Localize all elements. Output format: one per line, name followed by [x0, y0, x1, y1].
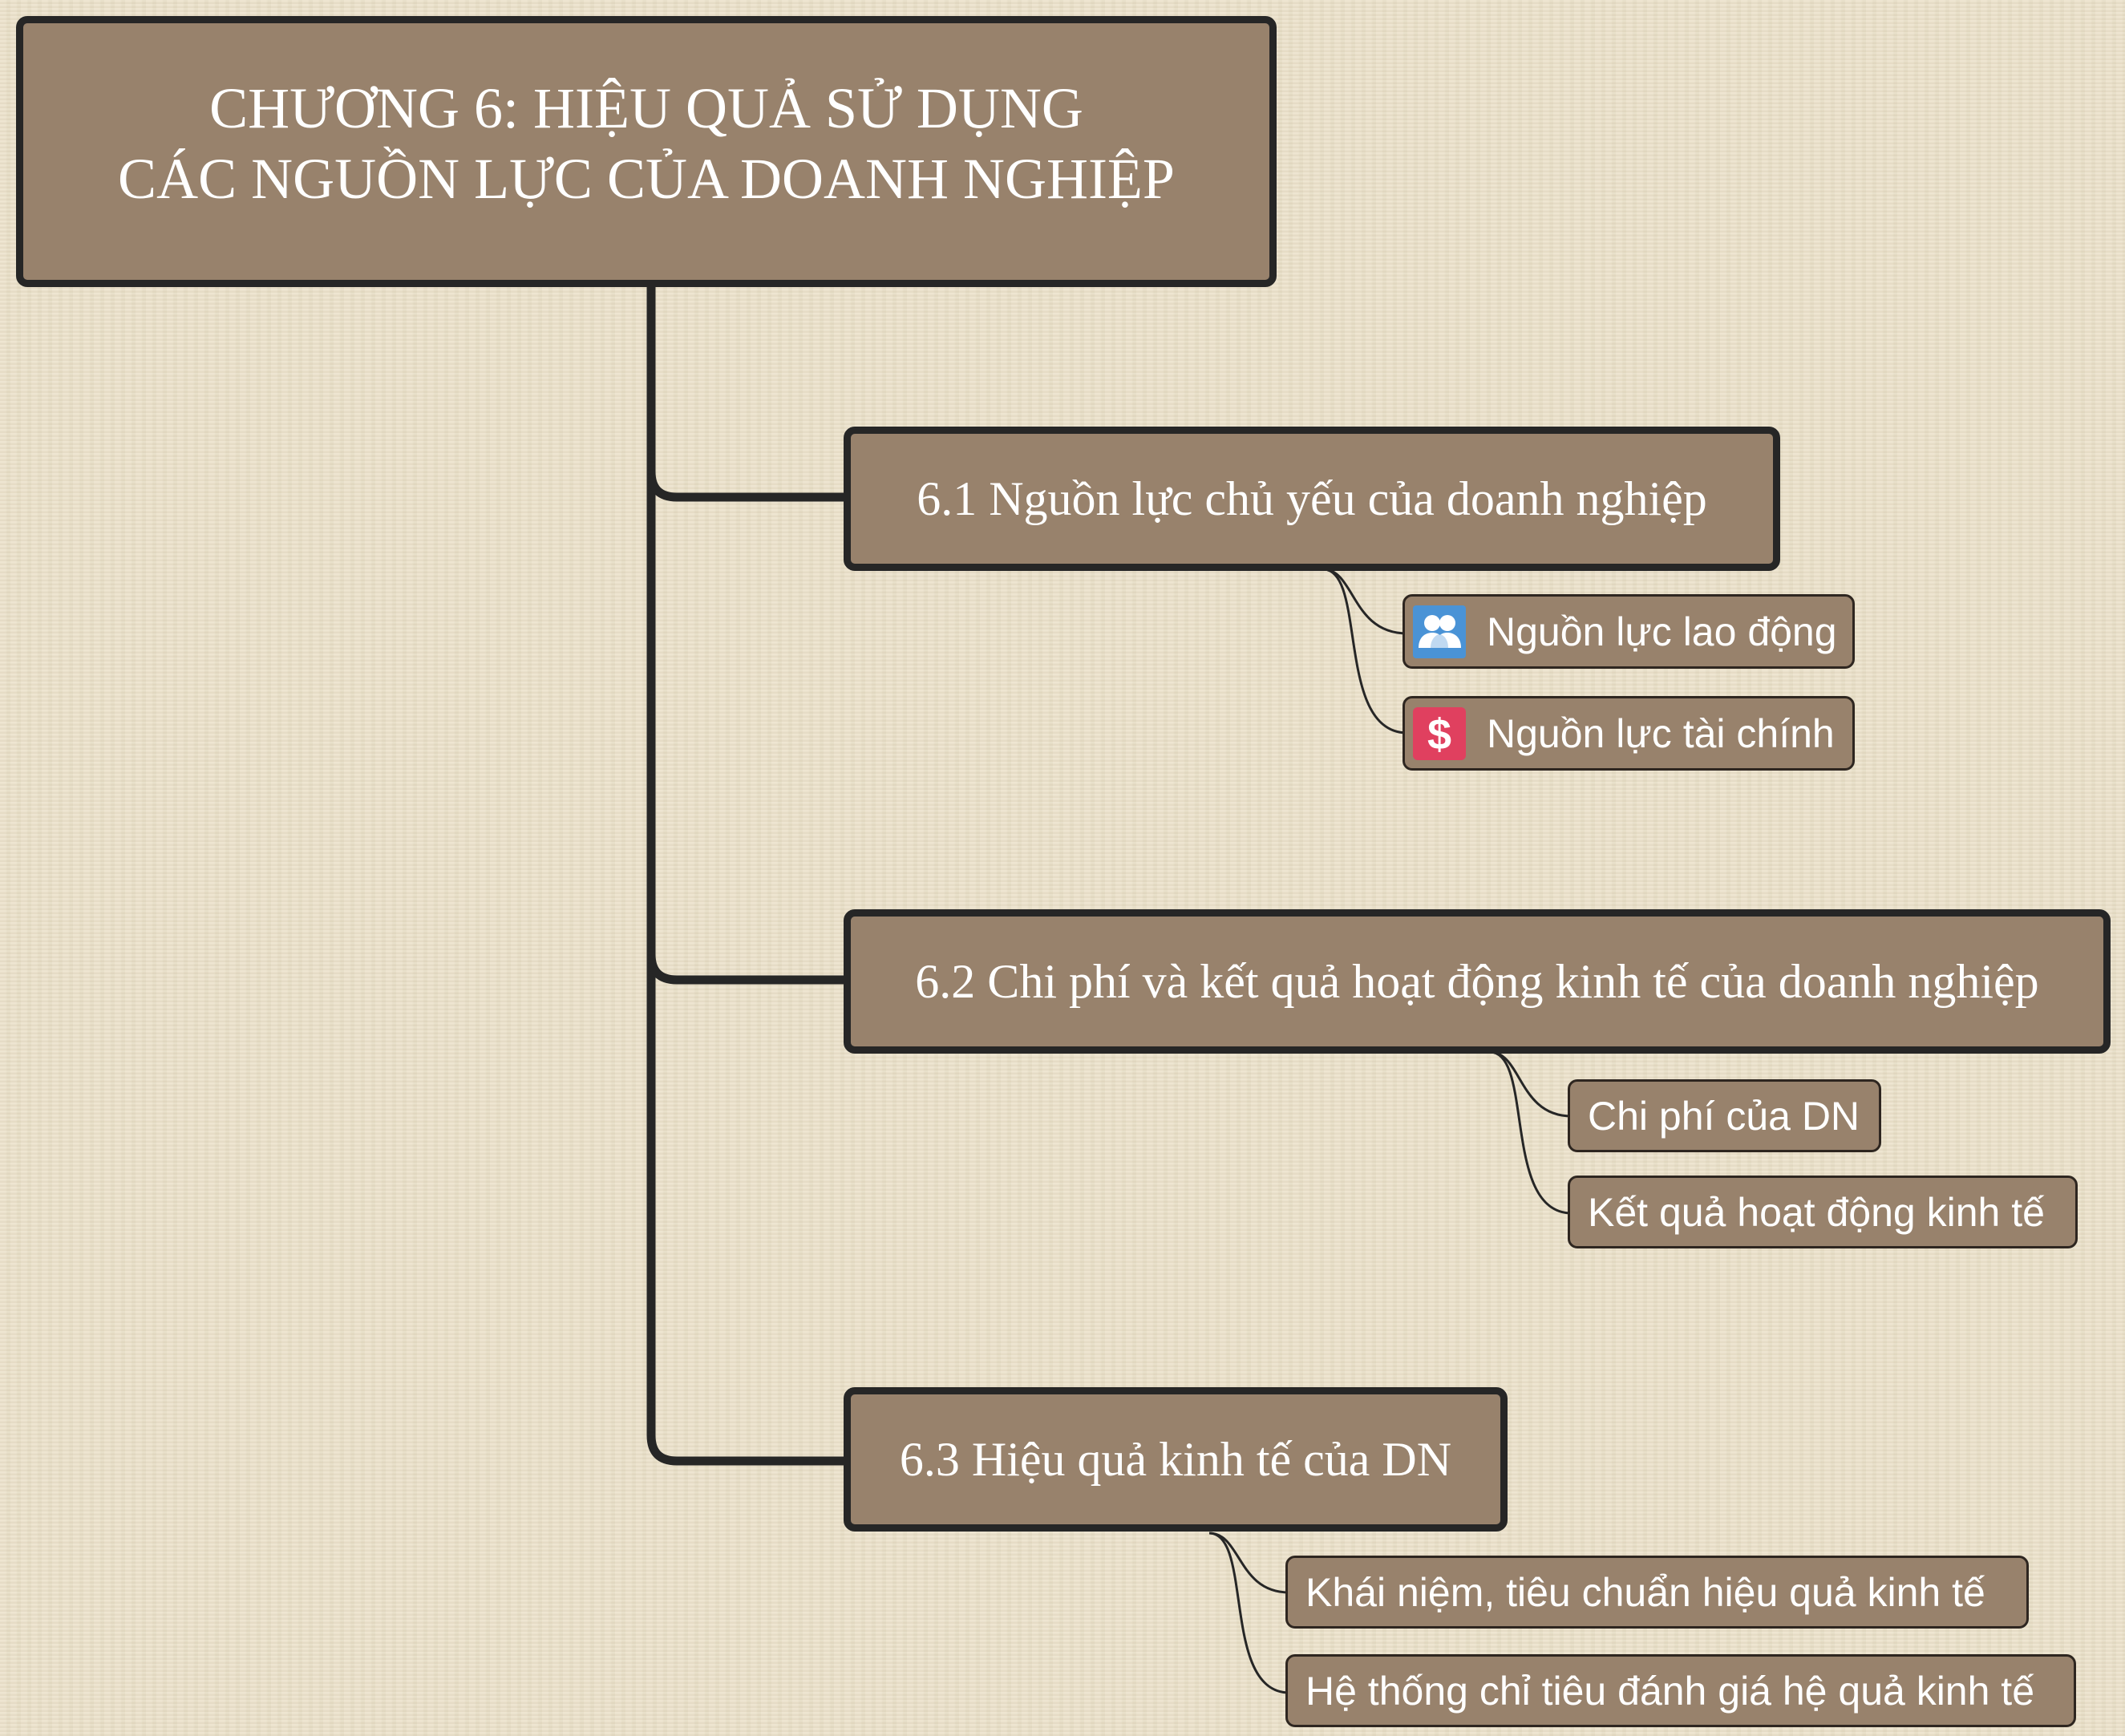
- section-label: 6.3 Hiệu quả kinh tế của DN: [899, 1432, 1452, 1486]
- child-line-6-3-a: [1208, 1532, 1290, 1594]
- section-node-6-3[interactable]: 6.3 Hiệu quả kinh tế của DN: [844, 1387, 1508, 1532]
- child-line-6-2-b: [1489, 1050, 1572, 1215]
- leaf-node-labor-resources[interactable]: Nguồn lực lao động: [1402, 594, 1855, 669]
- child-line-6-1-a: [1322, 568, 1408, 635]
- leaf-label: Hệ thống chỉ tiêu đánh giá hệ quả kinh t…: [1305, 1668, 2035, 1714]
- root-title-line-2: CÁC NGUỒN LỰC CỦA DOANH NGHIỆP: [118, 147, 1175, 211]
- leaf-label: Nguồn lực lao động: [1487, 609, 1837, 654]
- branch-line-6-2: [646, 953, 844, 985]
- child-line-6-2-a: [1489, 1050, 1572, 1118]
- leaf-node-evaluation-indicators[interactable]: Hệ thống chỉ tiêu đánh giá hệ quả kinh t…: [1285, 1654, 2076, 1727]
- child-line-6-1-b: [1322, 568, 1408, 734]
- section-label: 6.1 Nguồn lực chủ yếu của doanh nghiệp: [917, 471, 1707, 525]
- leaf-node-efficiency-concept[interactable]: Khái niệm, tiêu chuẩn hiệu quả kinh tế: [1285, 1556, 2029, 1629]
- people-icon: [1413, 605, 1466, 658]
- section-label: 6.2 Chi phí và kết quả hoạt động kinh tế…: [915, 954, 2039, 1008]
- branch-line-6-1: [646, 471, 844, 502]
- root-topic-node[interactable]: CHƯƠNG 6: HIỆU QUẢ SỬ DỤNG CÁC NGUỒN LỰC…: [16, 16, 1277, 287]
- leaf-label: Chi phí của DN: [1588, 1093, 1860, 1139]
- leaf-node-financial-resources[interactable]: $ Nguồn lực tài chính: [1402, 696, 1855, 771]
- leaf-node-enterprise-costs[interactable]: Chi phí của DN: [1568, 1079, 1881, 1152]
- leaf-node-economic-results[interactable]: Kết quả hoạt động kinh tế: [1568, 1176, 2078, 1248]
- dollar-icon: $: [1413, 706, 1466, 760]
- root-title: CHƯƠNG 6: HIỆU QUẢ SỬ DỤNG CÁC NGUỒN LỰC…: [118, 73, 1175, 214]
- root-title-line-1: CHƯƠNG 6: HIỆU QUẢ SỬ DỤNG: [209, 76, 1083, 140]
- child-line-6-3-b: [1208, 1532, 1290, 1694]
- section-node-6-2[interactable]: 6.2 Chi phí và kết quả hoạt động kinh tế…: [844, 909, 2111, 1054]
- svg-text:$: $: [1427, 711, 1451, 756]
- leaf-label: Khái niệm, tiêu chuẩn hiệu quả kinh tế: [1305, 1569, 1985, 1615]
- leaf-label: Kết quả hoạt động kinh tế: [1588, 1189, 2045, 1235]
- section-node-6-1[interactable]: 6.1 Nguồn lực chủ yếu của doanh nghiệp: [844, 427, 1780, 571]
- trunk-line: [646, 282, 848, 1466]
- leaf-label: Nguồn lực tài chính: [1487, 710, 1835, 756]
